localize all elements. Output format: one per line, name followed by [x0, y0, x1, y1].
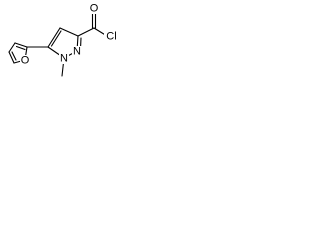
furan-oxygen-label: O — [21, 54, 30, 66]
atom-ring-nitrogen: N — [72, 45, 82, 57]
furan-double-bond-c4-c5 — [11, 51, 17, 61]
atom-acyl-oxygen: O — [89, 2, 99, 14]
furan-bond-c4-c5 — [8, 51, 15, 64]
ring-nitrogen-label: N — [73, 45, 81, 57]
chemical-structure: O N N O Cl — [8, 2, 119, 77]
atom-methyl-nitrogen: N — [59, 52, 69, 64]
furan-double-bond-c2-c3 — [15, 45, 26, 51]
atom-chlorine: Cl — [104, 30, 119, 42]
furan-bond-c3-c4 — [8, 42, 16, 53]
methyl-nitrogen-label: N — [60, 52, 68, 64]
pyrazole-bond-c4-c3 — [59, 27, 79, 37]
c3-carbonyl-bond — [77, 27, 95, 37]
chlorine-label: Cl — [106, 30, 116, 42]
acyl-oxygen-label: O — [90, 2, 99, 14]
pyrazole-bond-c5-c4 — [47, 27, 61, 48]
pyrazole-double-bond-c5-c4 — [50, 30, 62, 47]
furan-bond-c2-c3 — [14, 42, 28, 48]
atom-furan-oxygen: O — [20, 54, 30, 66]
